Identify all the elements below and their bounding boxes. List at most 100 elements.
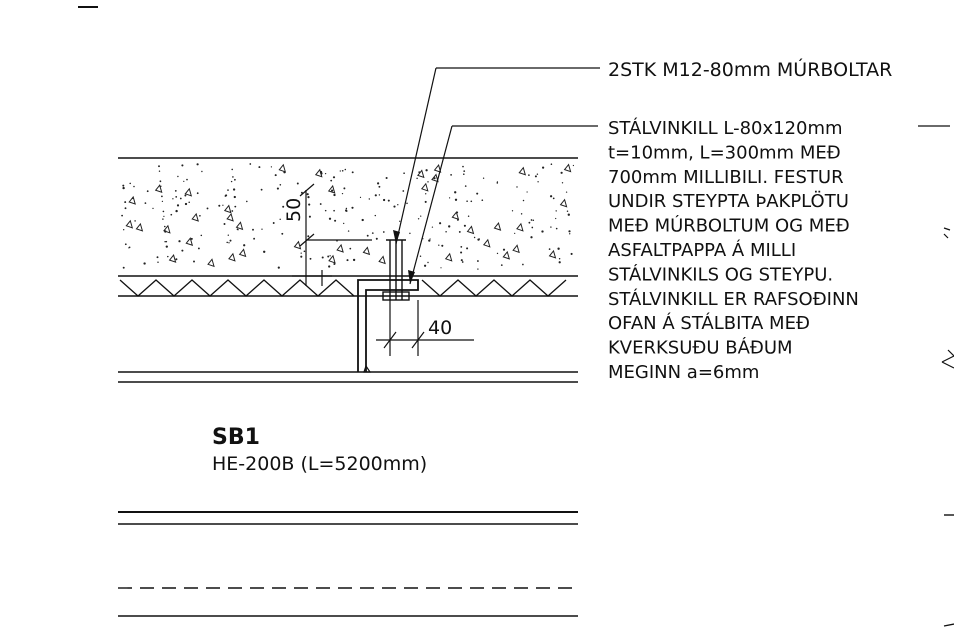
concrete-dot [343,187,346,190]
concrete-dot [393,205,396,208]
concrete-dot [448,197,451,199]
concrete-dot [572,164,575,167]
concrete-dot [307,235,310,238]
concrete-dot [308,215,311,218]
concrete-dot [143,262,146,265]
concrete-dot [500,264,503,266]
concrete-dot [550,226,552,228]
concrete-dot [206,207,209,210]
aggregate-mark [235,221,244,231]
concrete-dot [124,201,127,204]
concrete-dot [309,257,312,260]
concrete-dot [272,222,275,224]
concrete-dot [552,197,555,200]
aggregate-mark [493,222,502,231]
dimension-slab-thickness [292,183,372,286]
concrete-dot [520,213,523,215]
concrete-dot [416,177,418,180]
beam-tag: SB1 [212,425,260,450]
concrete-hatch [121,163,575,270]
concrete-dot [341,169,344,172]
concrete-dot [558,261,561,264]
concrete-dot [557,247,560,250]
concrete-dot [496,182,499,184]
concrete-dot [470,200,473,203]
aggregate-mark [548,249,557,259]
aggregate-mark [559,198,568,208]
concrete-dot [476,260,479,262]
aggregate-mark [416,169,425,179]
steel-beam-flange [118,371,578,383]
concrete-dot [528,221,531,224]
concrete-dot [223,223,226,225]
concrete-dot [162,210,165,213]
concrete-dot [454,198,458,201]
concrete-dot [541,230,544,233]
concrete-dot [122,184,125,187]
steel-angle [357,279,419,373]
concrete-dot [371,232,374,234]
concrete-dot [368,198,370,200]
concrete-dot [463,170,466,172]
concrete-dot [460,251,463,254]
concrete-dot [165,245,168,248]
concrete-dot [374,194,377,197]
concrete-dot [319,203,322,205]
concrete-dot [477,238,480,241]
concrete-dot [188,201,190,203]
concrete-dot [477,268,479,270]
concrete-dot [531,226,534,229]
aggregate-mark [433,164,442,173]
concrete-dot [178,240,181,243]
callout-bolts: 2STK M12-80mm MÚRBOLTAR [608,57,892,81]
concrete-dot [417,218,420,220]
concrete-dot [344,168,347,171]
concrete-dot [466,200,468,202]
concrete-dot [193,260,195,263]
concrete-dot [566,210,569,212]
concrete-dot [349,247,352,250]
concrete-dot [201,170,203,173]
concrete-dot [122,186,125,190]
aggregate-mark [228,252,236,262]
concrete-dot [329,255,331,257]
concrete-dot [174,190,177,192]
concrete-dot [133,185,135,188]
concrete-dot [476,192,479,195]
dim-label-40: 40 [428,317,452,339]
concrete-dot [253,237,256,240]
concrete-dot [440,267,442,269]
concrete-dot [526,191,528,193]
concrete-dot [382,231,385,233]
aggregate-mark [154,184,163,193]
concrete-dot [163,215,165,218]
aggregate-mark [512,244,520,254]
aggregate-mark [168,254,177,263]
concrete-dot [514,232,516,234]
concrete-dot [402,190,405,192]
concrete-dot [181,249,184,252]
concrete-dot [167,255,169,258]
concrete-dot [177,175,179,178]
concrete-dot [184,194,187,197]
concrete-dot [277,266,280,269]
concrete-dot [448,225,451,228]
aggregate-mark [563,163,572,173]
concrete-dot [232,176,234,178]
aggregate-mark [163,224,171,234]
concrete-dot [568,230,571,233]
concrete-dot [122,266,125,269]
concrete-dot [560,171,563,174]
concrete-dot [246,200,248,203]
concrete-dot [464,185,467,187]
aggregate-mark [128,195,136,205]
concrete-dot [157,261,159,263]
concrete-dot [548,248,551,250]
concrete-dot [146,190,149,193]
concrete-dot [366,234,369,237]
concrete-dot [361,218,364,222]
aggregate-mark [502,250,511,260]
concrete-dot [333,193,336,197]
concrete-dot [403,172,405,175]
concrete-dot [197,247,200,250]
